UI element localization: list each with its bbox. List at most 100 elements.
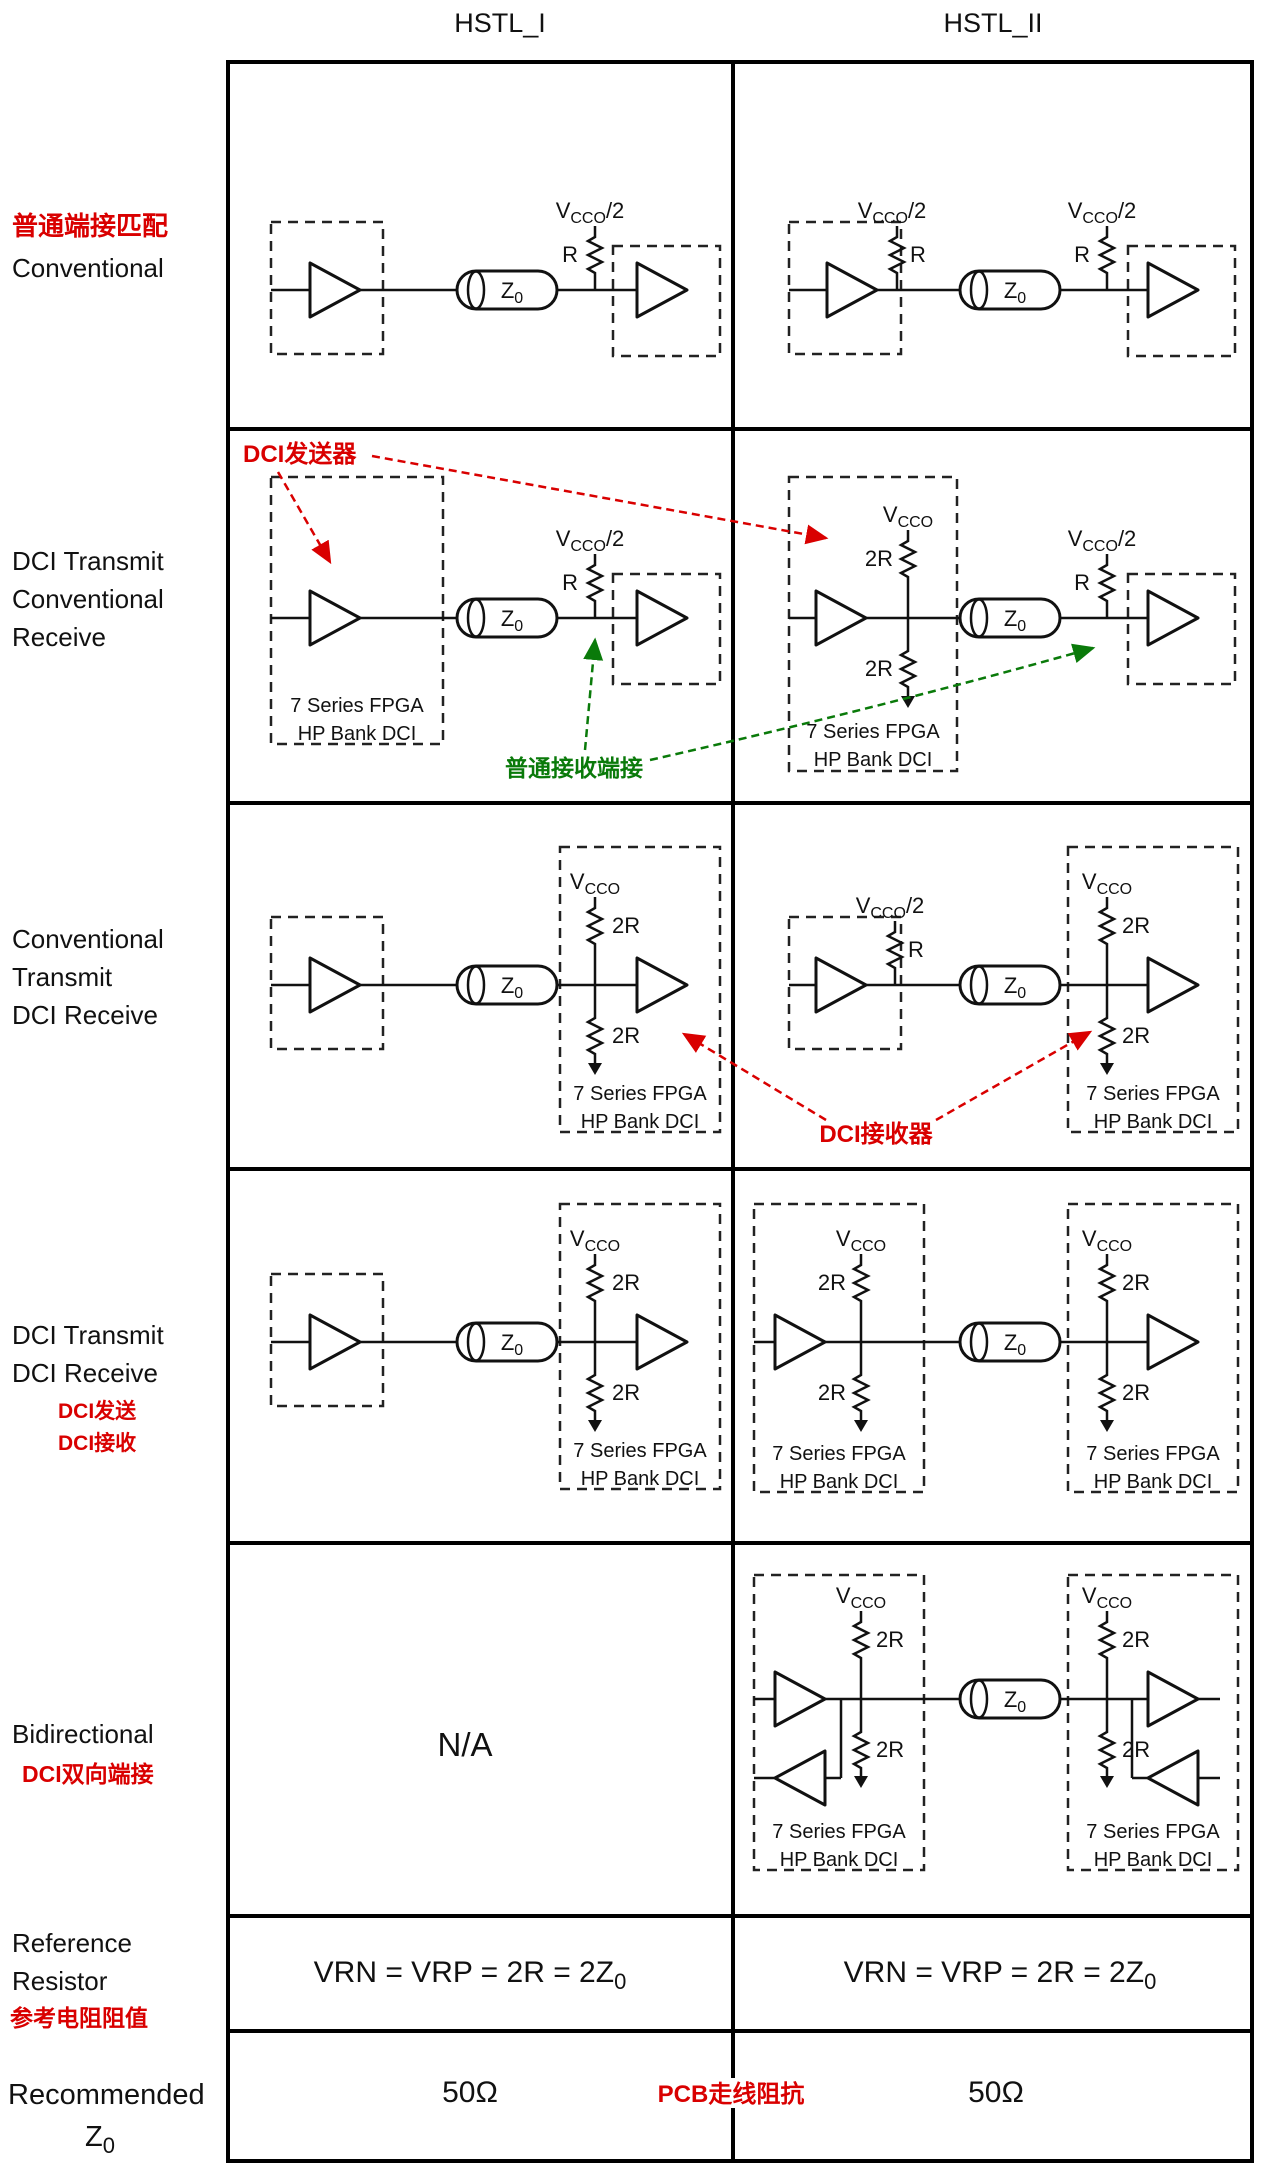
- fpga-dashed-box: [1066, 845, 1240, 1134]
- fpga-label-line1: 7 Series FPGA: [573, 1083, 707, 1105]
- z0-label: Z0: [1004, 1330, 1026, 1359]
- row1-label-zh: 普通端接匹配: [12, 211, 168, 241]
- wires: [789, 897, 1148, 1063]
- 2r-label: 2R: [1122, 1737, 1150, 1762]
- fpga-label-line2: HP Bank DCI: [780, 1471, 899, 1493]
- wires: [271, 897, 637, 1063]
- row5-label-zh: DCI双向端接: [22, 1761, 154, 1787]
- fpga-label-line2: HP Bank DCI: [780, 1849, 899, 1871]
- fpga-label-line2: HP Bank DCI: [1094, 1849, 1213, 1871]
- 2r-label: 2R: [612, 1380, 640, 1405]
- row2-hstl2-circuit: VCCO 2R 2R VCCO/2 R Z0 7 Series FPGA HP …: [787, 475, 1237, 773]
- vcco2-label: VCCO/2: [1068, 526, 1137, 555]
- annotation-conventional-receive: 普通接收端接: [505, 755, 643, 781]
- column-header-hstl2: HSTL_II: [943, 8, 1042, 38]
- resistor-icon: [586, 1012, 604, 1060]
- driver-dashed-box: [787, 915, 903, 1051]
- wires: [271, 554, 637, 620]
- 2r-label: 2R: [612, 1270, 640, 1295]
- receiver-buffer-icon: [1146, 261, 1200, 319]
- receiver-dashed-box: [611, 244, 722, 358]
- row2-hstl1-circuit: VCCO/2 R Z0 7 Series FPGA HP Bank DCI: [269, 475, 722, 746]
- 2r-label: 2R: [1122, 1380, 1150, 1405]
- 2r-label: 2R: [612, 913, 640, 938]
- receiver-buffer-icon: [1146, 1313, 1200, 1371]
- ground-icon: [588, 1063, 602, 1075]
- fpga-dashed-box: [269, 475, 445, 746]
- row3-annotations: DCI接收器: [681, 1030, 1093, 1148]
- vcco-label: VCCO: [836, 1226, 886, 1255]
- vcco2-label: VCCO/2: [856, 893, 925, 922]
- row3-hstl2-circuit: VCCO/2 R VCCO 2R 2R Z0 7 Series FPGA HP …: [787, 845, 1240, 1134]
- z0-recommended-value: 50Ω: [968, 2076, 1024, 2109]
- rx-buffer-icon: [1146, 1670, 1200, 1728]
- 2r-label: 2R: [1122, 1270, 1150, 1295]
- vcco-label: VCCO: [883, 502, 933, 531]
- driver-buffer-icon: [814, 956, 868, 1014]
- row6-label-l1: Reference: [12, 1928, 132, 1958]
- vcco-label: VCCO: [1082, 869, 1132, 898]
- wires: [754, 1611, 1220, 1780]
- fpga-label-line1: 7 Series FPGA: [772, 1443, 906, 1465]
- 2r-label: 2R: [1122, 1627, 1150, 1652]
- receiver-buffer-icon: [1146, 589, 1200, 647]
- ground-icon: [1100, 1420, 1114, 1432]
- fpga-dashed-box: [1066, 1573, 1240, 1872]
- red-arrow-to-right-driver: [371, 454, 829, 545]
- vcco-label: VCCO: [570, 1226, 620, 1255]
- green-arrow-to-left-termination: [583, 637, 604, 751]
- annotation-dci-receiver: DCI接收器: [819, 1121, 933, 1148]
- 2r-label: 2R: [865, 546, 893, 571]
- resistor-icon: [586, 1259, 604, 1307]
- fpga-label-line1: 7 Series FPGA: [573, 1440, 707, 1462]
- r-label: R: [910, 242, 926, 267]
- resistor-icon: [899, 645, 917, 693]
- resistor-icon: [1098, 902, 1116, 950]
- vcco2-label: VCCO/2: [556, 526, 625, 555]
- z0-label: Z0: [1004, 606, 1026, 635]
- resistor-icon: [1098, 1012, 1116, 1060]
- resistor-icon: [586, 1369, 604, 1417]
- receiver-buffer-icon: [635, 956, 689, 1014]
- z0-recommended-value: 50Ω: [442, 2076, 498, 2109]
- receiver-buffer-icon: [635, 1313, 689, 1371]
- receiver-buffer-icon: [635, 261, 689, 319]
- wires: [271, 226, 637, 292]
- fpga-label-line2: HP Bank DCI: [298, 723, 417, 745]
- driver-buffer-icon: [308, 589, 362, 647]
- 2r-label: 2R: [1122, 1023, 1150, 1048]
- row2-label-l2: Conventional: [12, 584, 164, 614]
- fpga-dashed-box: [787, 475, 959, 773]
- row7-label-l1: Recommended: [8, 2079, 205, 2111]
- row2-annotations: DCI发送器 普通接收端接: [243, 440, 1096, 781]
- resistor-icon: [586, 902, 604, 950]
- row4-hstl2-circuit: VCCO 2R 2R VCCO 2R 2R Z0 7 Series FPGA H…: [752, 1202, 1240, 1494]
- annotation-dci-transmitter: DCI发送器: [243, 440, 357, 468]
- resistor-icon: [1098, 1259, 1116, 1307]
- driver-buffer-icon: [308, 956, 362, 1014]
- pcb-annotation-background: [652, 2078, 810, 2108]
- driver-buffer-icon: [308, 1313, 362, 1371]
- fpga-label-line2: HP Bank DCI: [1094, 1471, 1213, 1493]
- table-grid: [226, 60, 1254, 2163]
- fpga-label-line2: HP Bank DCI: [581, 1111, 700, 1133]
- row3-hstl1-circuit: VCCO 2R 2R Z0 7 Series FPGA HP Bank DCI: [269, 845, 722, 1134]
- z0-label: Z0: [501, 606, 523, 635]
- driver-buffer-icon: [825, 261, 879, 319]
- fpga-label-line1: 7 Series FPGA: [806, 721, 940, 743]
- z0-label: Z0: [1004, 278, 1026, 307]
- wires: [271, 1254, 637, 1420]
- vcco-label: VCCO: [1082, 1583, 1132, 1612]
- row6-values: VRN = VRP = 2R = 2Z0 VRN = VRP = 2R = 2Z…: [314, 1956, 1157, 1994]
- wires: [754, 1254, 1148, 1420]
- ground-icon: [588, 1420, 602, 1432]
- row1-label-en: Conventional: [12, 253, 164, 283]
- row2-label-l1: DCI Transmit: [12, 546, 164, 576]
- vcco-label: VCCO: [570, 869, 620, 898]
- wires: [789, 226, 1148, 292]
- red-arrow-to-left-receiver: [681, 1032, 827, 1122]
- column-header-hstl1: HSTL_I: [454, 8, 546, 38]
- driver-dashed-box: [269, 220, 385, 356]
